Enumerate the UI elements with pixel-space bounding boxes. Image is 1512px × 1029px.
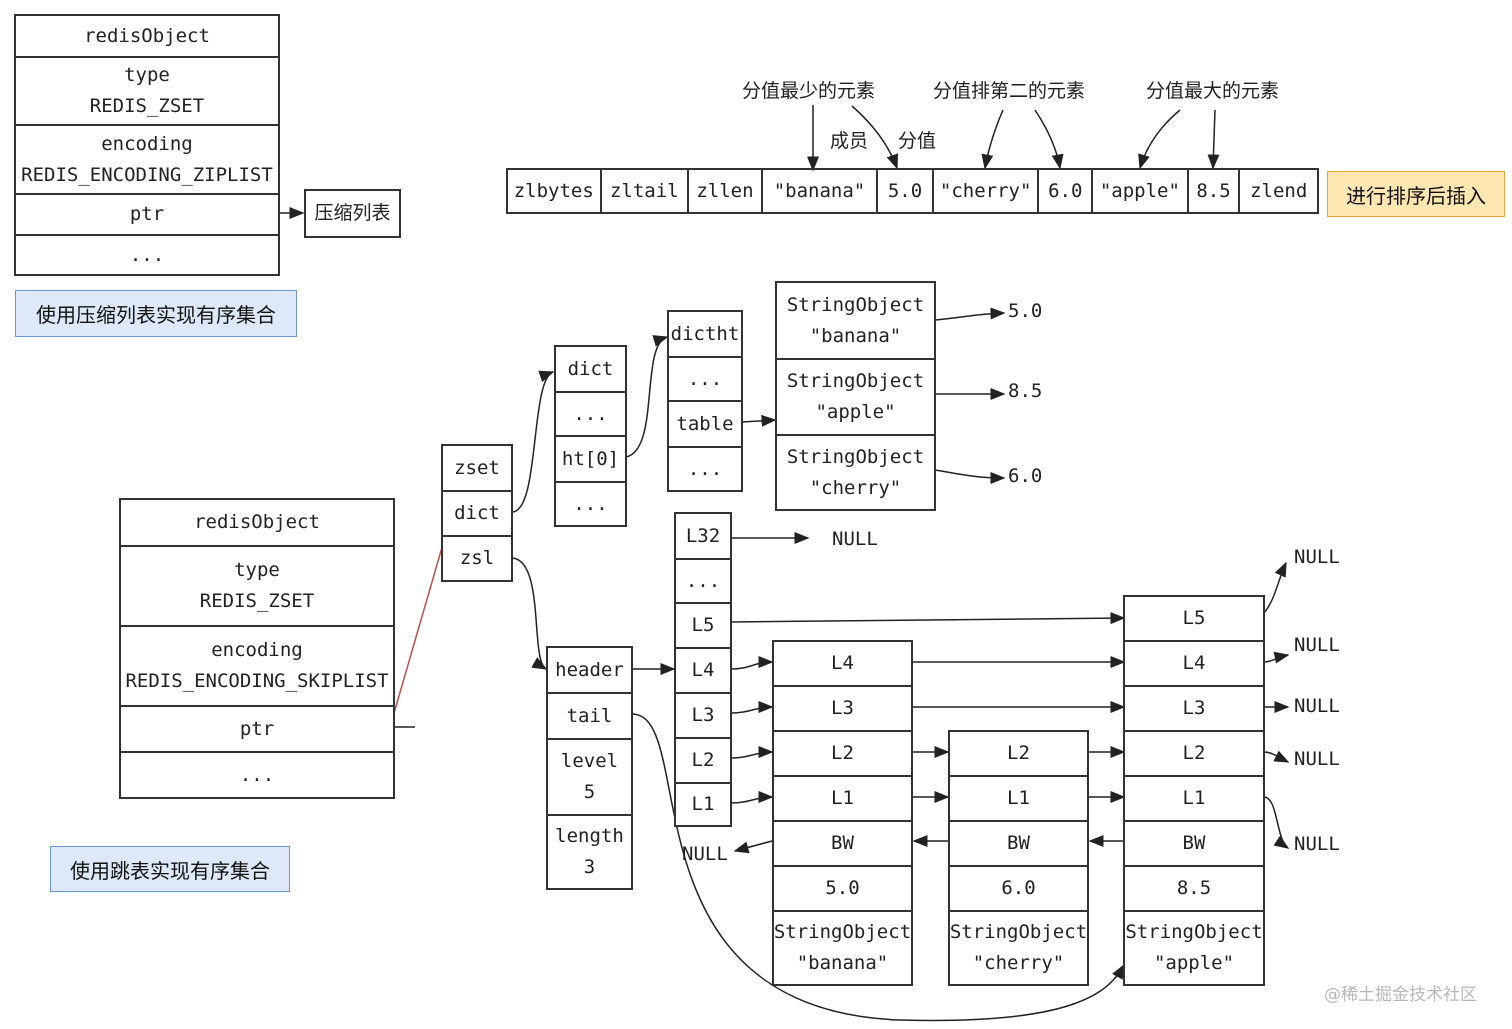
node-score: 8.5 [1125,867,1263,912]
node-level: L2 [950,732,1087,777]
zset-dict-field: dict [443,492,511,537]
zsl-level-field: level 5 [548,740,631,816]
ziplist-cell: "apple" [1093,170,1189,212]
node-backward: BW [950,822,1087,867]
zsl-length-field: length 3 [555,825,624,878]
annotation-max-score: 分值最大的元素 [1146,80,1280,102]
dict-header: dict [556,347,625,393]
ziplist-cell: "banana" [763,170,879,212]
dict-entry-cherry: StringObject "cherry" [786,445,925,499]
header-level: L32 [676,514,730,560]
skiplist-redis-object: redisObject type REDIS_ZSET encoding RED… [119,498,395,799]
zset-header: zset [443,446,511,492]
header-level: L5 [676,604,730,649]
dictht-field: ... [687,457,723,480]
annotation-min-score: 分值最少的元素 [742,80,876,102]
node-level: L5 [1125,597,1263,642]
dict-field: ... [556,393,625,437]
ellipsis-field: ... [239,763,275,786]
dict-struct: dict ... ht[0] ... [554,345,627,527]
null-label: NULL [1294,634,1340,656]
node-level: L2 [1125,732,1263,777]
null-label: NULL [1294,695,1340,717]
skiplist-caption: 使用跳表实现有序集合 [50,846,290,892]
type-field: type REDIS_ZSET [16,58,278,126]
annotation-member: 成员 [830,130,869,152]
skiplist-node-banana: L4 L3 L2 L1 BW 5.0 StringObject "banana" [772,640,913,986]
node-object: StringObject "cherry" [949,921,1088,974]
watermark: @稀土掘金技术社区 [1324,985,1477,1005]
dict-value-cherry: 6.0 [1008,465,1043,487]
ziplist-cell: "cherry" [934,170,1040,212]
node-level: L1 [950,777,1087,822]
type-field: type REDIS_ZSET [121,547,393,627]
dict-entries: StringObject "banana" StringObject "appl… [775,281,936,511]
node-object: StringObject "apple" [1125,921,1263,974]
dict-field: ... [573,492,608,515]
redis-object-header: redisObject [16,16,278,58]
ziplist-cell: zllen [689,170,763,212]
null-label: NULL [832,528,878,550]
node-level: L3 [774,687,911,732]
header-level: L1 [691,793,715,815]
node-score: 5.0 [774,867,911,912]
node-level: L2 [774,732,911,777]
node-level: L3 [1125,687,1263,732]
null-label: NULL [1294,748,1340,770]
node-object: StringObject "banana" [773,921,912,974]
header-level: ... [676,560,730,604]
zskiplist-struct: header tail level 5 length 3 [546,646,633,890]
node-level: L4 [774,642,911,687]
skiplist-node-cherry: L2 L1 BW 6.0 StringObject "cherry" [948,730,1089,986]
node-level: L1 [774,777,911,822]
node-score: 6.0 [950,867,1087,912]
encoding-field: encoding REDIS_ENCODING_SKIPLIST [121,627,393,707]
ziplist-cell: 6.0 [1039,170,1094,212]
null-label: NULL [1294,833,1340,855]
ptr-field: ptr [16,195,278,236]
redis-object-header: redisObject [121,500,393,547]
zset-struct: zset dict zsl [441,444,513,582]
dict-entry-banana: StringObject "banana" [777,283,934,360]
dictht-field: ... [669,358,741,402]
dict-value-banana: 5.0 [1008,300,1043,322]
node-backward: BW [774,822,911,867]
node-backward: BW [1125,822,1263,867]
zsl-tail-field: tail [548,694,631,740]
zset-zsl-field: zsl [459,547,495,569]
ziplist-cell: 5.0 [878,170,934,212]
ziplist-cell: 8.5 [1189,170,1241,212]
ziplist-pointer-target: 压缩列表 [304,189,401,238]
ziplist-row: zlbytes zltail zllen "banana" 5.0 "cherr… [506,168,1319,214]
dict-entry-apple: StringObject "apple" [777,360,934,436]
ziplist-cell: zlbytes [508,170,602,212]
ziplist-cell: zlend [1250,180,1308,202]
header-level: L4 [676,649,730,694]
skiplist-header-node: L32 ... L5 L4 L3 L2 L1 [674,512,732,827]
annotation-score: 分值 [898,130,937,152]
zsl-header-field: header [548,648,631,694]
ellipsis-field: ... [129,243,165,266]
annotation-second-score: 分值排第二的元素 [933,80,1086,102]
header-level: L3 [676,694,730,739]
null-label: NULL [682,843,728,865]
ptr-field: ptr [121,707,393,753]
dict-ht0-field: ht[0] [556,437,625,483]
encoding-field: encoding REDIS_ENCODING_ZIPLIST [16,126,278,195]
ziplist-caption: 使用压缩列表实现有序集合 [15,290,297,337]
null-label: NULL [1294,546,1340,568]
node-level: L1 [1125,777,1263,822]
dict-value-apple: 8.5 [1008,380,1043,402]
sort-caption: 进行排序后插入 [1327,171,1505,217]
ziplist-redis-object: redisObject type REDIS_ZSET encoding RED… [14,14,280,276]
dictht-table-field: table [669,402,741,448]
dictht-header: dictht [669,312,741,358]
header-level: L2 [676,739,730,784]
ziplist-cell: zltail [602,170,690,212]
node-level: L4 [1125,642,1263,687]
skiplist-node-apple: L5 L4 L3 L2 L1 BW 8.5 StringObject "appl… [1123,595,1265,986]
dictht-struct: dictht ... table ... [667,310,743,492]
